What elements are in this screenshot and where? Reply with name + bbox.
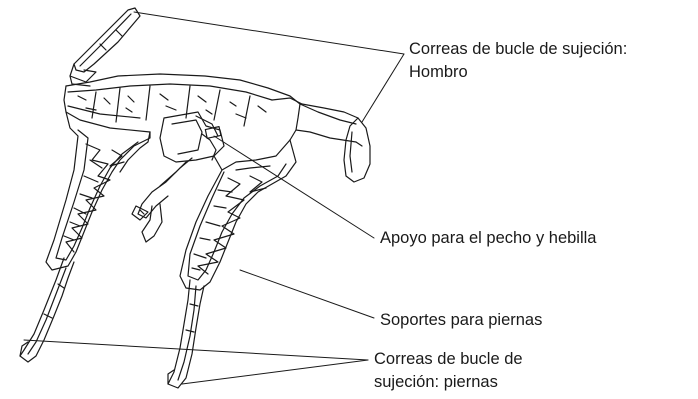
chest-support-label: Apoyo para el pecho y hebilla (380, 227, 596, 250)
leader-line-legstrap-left (23, 339, 369, 361)
chest-support-label-text: Apoyo para el pecho y hebilla (380, 229, 597, 247)
right-leg-strap (167, 279, 205, 389)
leg-straps-label-line1: Correas de bucle de (374, 350, 523, 368)
right-shoulder-strap (301, 103, 371, 183)
leader-line-legs (239, 269, 375, 319)
leader-line-shoulder-right (361, 53, 405, 123)
leg-straps-label-line2: sujeción: piernas (374, 373, 498, 391)
shoulder-straps-label: Correas de bucle de sujeción: Hombro (409, 38, 627, 84)
sling-back-section (63, 73, 357, 143)
shoulder-straps-label-line1: Correas de bucle de sujeción: (409, 40, 628, 58)
leader-line-shoulder-left (133, 11, 405, 55)
left-leg-strap (19, 257, 75, 363)
shoulder-straps-label-line2: Hombro (409, 63, 468, 81)
right-leg-support (179, 139, 297, 291)
leg-supports-label: Soportes para piernas (380, 309, 542, 332)
left-shoulder-strap (69, 7, 141, 87)
leg-straps-label: Correas de bucle de sujeción: piernas (374, 348, 523, 394)
leader-line-chest (213, 135, 375, 239)
leader-line-legstrap-right (181, 359, 369, 385)
left-leg-support (45, 111, 151, 271)
leader-lines (23, 11, 405, 385)
leg-supports-label-text: Soportes para piernas (380, 311, 543, 329)
